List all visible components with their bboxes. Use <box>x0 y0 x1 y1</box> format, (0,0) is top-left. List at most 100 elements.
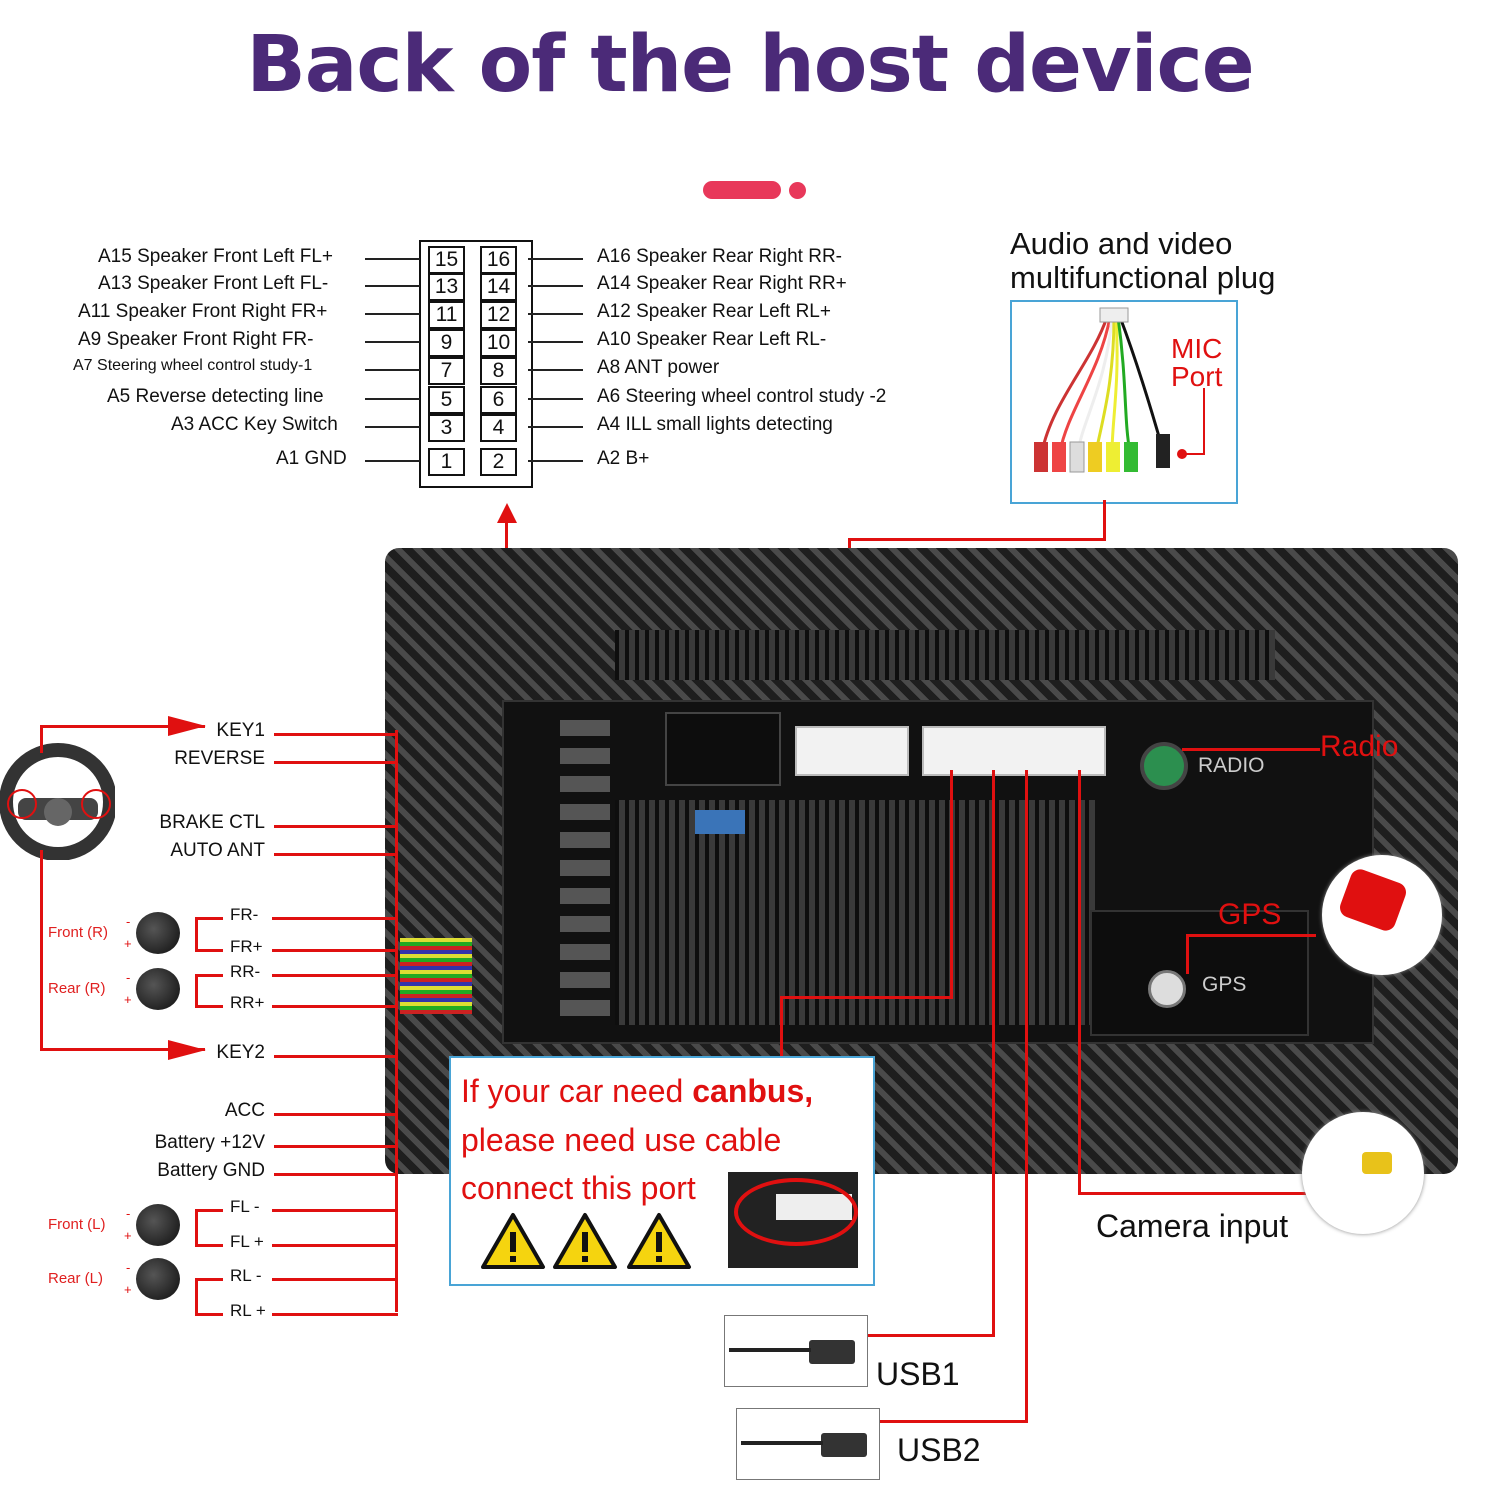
pin-number: 5 <box>428 386 465 414</box>
front-l-minus-label: FL - <box>230 1197 260 1216</box>
rear-l-label: Rear (L) <box>48 1270 104 1287</box>
harness-wire <box>274 825 398 828</box>
gps-module <box>1090 910 1309 1036</box>
harness-wire <box>272 1278 398 1281</box>
pin-number: 12 <box>480 301 517 329</box>
front-r-speaker-icon <box>136 912 180 954</box>
usb2-cord <box>741 1441 823 1445</box>
pin-lead-left <box>365 369 420 371</box>
radio-callout: Radio <box>1320 730 1399 763</box>
front-r-minus-sign: - <box>126 914 131 929</box>
speaker-wire <box>195 1209 223 1212</box>
wire-gps <box>1186 934 1316 937</box>
warning-icon <box>626 1212 692 1270</box>
wire-usb1 <box>992 770 995 1336</box>
usb1-label: USB1 <box>876 1356 960 1392</box>
front-l-plus-sign: + <box>124 1228 132 1243</box>
pin-number: 10 <box>480 329 517 357</box>
pin-lead-right <box>528 460 583 462</box>
harness-batterygnd-label: Battery GND <box>157 1160 265 1181</box>
usb2-cable-image <box>736 1408 880 1480</box>
rear-r-plus-sign: + <box>124 992 132 1007</box>
gps-antenna-image <box>1322 855 1442 975</box>
av-cable-illustration <box>1034 307 1205 473</box>
pin-number: 16 <box>480 246 517 274</box>
pin-label-left: A13 Speaker Front Left FL- <box>98 273 329 294</box>
harness-wire <box>272 1313 398 1316</box>
wire-canbus <box>780 996 783 1058</box>
harness-wire <box>272 1244 398 1247</box>
gps-puck-icon <box>1337 866 1409 934</box>
pin-number: 7 <box>428 357 465 385</box>
usb1-plug <box>809 1340 855 1364</box>
wire-radio <box>1182 748 1320 751</box>
pin-label-right: A2 B+ <box>597 448 650 469</box>
pin-lead-left <box>365 460 420 462</box>
center-heatsink <box>615 800 1095 1025</box>
wire-steering-key1 <box>40 725 205 728</box>
arrow-right-icon <box>168 716 206 736</box>
title-decoration-dot <box>789 182 806 199</box>
harness-battery12v-label: Battery +12V <box>154 1132 265 1153</box>
harness-wire <box>274 1173 398 1176</box>
left-heatsink <box>560 708 610 1028</box>
av-plug-title-line1: Audio and video <box>1010 226 1233 261</box>
pin-label-left: A11 Speaker Front Right FR+ <box>78 301 328 322</box>
wire-steering-key1 <box>40 725 43 753</box>
pin-label-left: A7 Steering wheel control study-1 <box>73 357 313 374</box>
av-plug-image <box>1010 300 1238 504</box>
harness-wire <box>274 761 398 764</box>
canbus-port-highlight <box>734 1178 858 1246</box>
front-r-plus-sign: + <box>124 936 132 951</box>
fuse <box>695 810 745 834</box>
rear-r-speaker-icon <box>136 968 180 1010</box>
harness-wire <box>272 949 398 952</box>
pin-number: 8 <box>480 357 517 385</box>
front-r-minus-label: FR- <box>230 905 259 924</box>
gps-callout: GPS <box>1218 898 1282 931</box>
usb2-label: USB2 <box>897 1432 981 1468</box>
rear-r-plus-label: RR+ <box>230 993 265 1012</box>
speaker-bracket <box>195 1209 198 1244</box>
mic-port-label-line2: Port <box>1171 361 1223 392</box>
harness-wire <box>274 733 398 736</box>
front-l-minus-sign: - <box>126 1206 131 1221</box>
pin-lead-right <box>528 285 583 287</box>
warning-icon <box>480 1212 546 1270</box>
camera-plug-image <box>1302 1112 1424 1234</box>
radio-antenna-socket <box>1140 742 1188 790</box>
pin-number: 2 <box>480 448 517 476</box>
pin-label-left: A15 Speaker Front Left FL+ <box>98 246 333 267</box>
harness-wire <box>272 1005 398 1008</box>
rear-l-minus-label: RL - <box>230 1266 262 1285</box>
wire-av-plug <box>848 538 1106 541</box>
speaker-wire <box>195 949 223 952</box>
rear-l-plus-label: RL + <box>230 1301 266 1320</box>
pin-label-right: A12 Speaker Rear Left RL+ <box>597 301 831 322</box>
harness-brake-label: BRAKE CTL <box>159 812 265 833</box>
pin-number: 6 <box>480 386 517 414</box>
harness-acc-label: ACC <box>224 1100 265 1121</box>
arrow-right-icon <box>168 1040 206 1060</box>
pin-number: 3 <box>428 414 465 442</box>
av-socket <box>795 726 909 776</box>
harness-wire <box>274 1113 398 1116</box>
pin-lead-right <box>528 258 583 260</box>
pin-lead-left <box>365 258 420 260</box>
harness-trunk <box>395 730 398 1312</box>
steering-wheel-icon <box>0 743 117 861</box>
pin-label-right: A8 ANT power <box>597 357 720 378</box>
rear-l-speaker-icon <box>136 1258 180 1300</box>
wire-steering-key2 <box>40 1048 205 1051</box>
harness-wire <box>272 1209 398 1212</box>
steering-wheel-image <box>0 742 117 861</box>
rear-r-label: Rear (R) <box>48 980 106 997</box>
front-r-label: Front (R) <box>48 924 108 941</box>
pin-lead-right <box>528 398 583 400</box>
wire-canbus <box>950 770 953 998</box>
canbus-line1-prefix: If your car need <box>461 1073 693 1109</box>
pin-lead-right <box>528 313 583 315</box>
speaker-wire <box>195 974 223 977</box>
front-r-plus-label: FR+ <box>230 937 263 956</box>
harness-auto-ant-label: AUTO ANT <box>170 840 265 861</box>
